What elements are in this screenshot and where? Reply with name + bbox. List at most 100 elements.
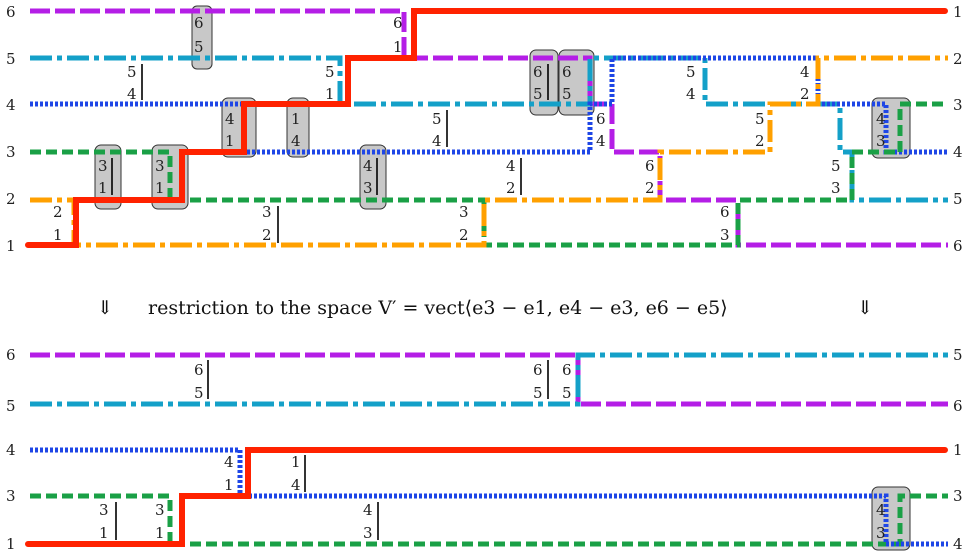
crossing-label: 3 1 <box>99 501 117 542</box>
crossing-lower: 1 <box>98 179 108 197</box>
crossing-label: 2 1 <box>53 203 63 244</box>
blue-strand <box>30 447 948 547</box>
crossing-upper: 5 <box>831 157 841 175</box>
crossing-lower: 5 <box>194 38 204 56</box>
crossing-lower: 2 <box>800 85 810 103</box>
crossing-lower: 3 <box>363 524 373 542</box>
caption-arrow-right: ⇓ <box>857 297 873 319</box>
top-right-label: 1 <box>953 3 963 21</box>
crossing-label: 4 3 <box>876 110 886 150</box>
crossing-label: 6 5 <box>562 361 572 402</box>
crossing-lower: 1 <box>224 476 234 494</box>
top-left-label: 6 <box>6 3 16 21</box>
crossing-upper: 3 <box>459 203 469 221</box>
bottom-left-label: 6 <box>6 346 16 364</box>
crossing-upper: 4 <box>800 63 810 81</box>
crossing-lower: 2 <box>645 179 655 197</box>
crossing-label: 3 1 <box>155 157 165 197</box>
crossing-label: 4 1 <box>225 110 235 150</box>
bottom-right-label: 1 <box>953 441 963 459</box>
crossing-lower: 1 <box>325 85 335 103</box>
crossing-label: 4 3 <box>363 501 379 542</box>
crossing-upper: 4 <box>876 110 886 128</box>
top-left-label: 2 <box>6 190 16 208</box>
bottom-diagram: 6 5 4 3 1 5 6 1 3 4 <box>6 346 963 553</box>
crossing-upper: 6 <box>645 157 655 175</box>
crossing-upper: 6 <box>393 14 403 32</box>
bottom-left-label: 4 <box>6 441 16 459</box>
crossing-label: 5 3 <box>831 157 841 197</box>
crossing-lower: 3 <box>720 226 730 244</box>
crossing-upper: 6 <box>194 14 204 32</box>
purple-strand <box>30 8 948 248</box>
top-left-label: 3 <box>6 143 16 161</box>
crossing-upper: 4 <box>363 501 373 519</box>
crossing-label: 1 4 <box>291 453 306 494</box>
bottom-crossings: 6 5 6 5 6 5 4 1 1 4 <box>99 360 886 542</box>
bottom-left-label: 1 <box>6 535 16 553</box>
crossing-lower: 1 <box>155 524 165 542</box>
green-strand <box>30 493 948 547</box>
top-right-labels: 1 2 3 4 5 6 <box>953 3 963 255</box>
cyan-strand <box>30 352 948 407</box>
top-strands <box>25 8 948 248</box>
crossing-label: 6 3 <box>720 203 730 244</box>
crossing-upper: 2 <box>53 203 63 221</box>
crossing-lower: 4 <box>291 476 301 494</box>
crossing-label: 6 5 <box>194 14 204 56</box>
crossing-lower: 3 <box>831 179 841 197</box>
bottom-right-label: 4 <box>953 535 963 553</box>
crossing-label: 3 2 <box>262 203 279 244</box>
caption-text: restriction to the space V′ = vect⟨e3 − … <box>148 297 728 319</box>
crossing-upper: 4 <box>876 501 886 519</box>
crossing-lower: 5 <box>533 85 543 103</box>
crossing-lower: 4 <box>291 132 301 150</box>
green-strand <box>30 101 948 248</box>
crossing-upper: 5 <box>127 63 137 81</box>
top-right-label: 3 <box>953 96 963 114</box>
crossing-upper: 3 <box>155 157 165 175</box>
crossing-lower: 3 <box>876 524 886 542</box>
crossing-label: 6 5 <box>533 63 549 103</box>
crossing-upper: 4 <box>225 110 235 128</box>
crossing-label: 3 1 <box>155 501 165 542</box>
crossing-upper: 5 <box>432 110 442 128</box>
top-left-label: 1 <box>6 237 16 255</box>
crossing-label: 4 2 <box>506 157 522 197</box>
crossing-lower: 4 <box>596 132 606 150</box>
crossing-label: 5 4 <box>127 63 143 103</box>
top-right-label: 5 <box>953 190 963 208</box>
crossing-lower: 1 <box>53 226 63 244</box>
crossing-label: 6 1 <box>393 14 403 56</box>
caption: ⇓ restriction to the space V′ = vect⟨e3 … <box>97 297 873 319</box>
crossing-upper: 6 <box>562 361 572 379</box>
crossing-upper: 5 <box>755 110 765 128</box>
crossing-lower: 1 <box>99 524 109 542</box>
top-crossings: 6 5 6 1 5 4 5 1 6 5 <box>53 14 886 244</box>
bottom-left-label: 5 <box>6 397 16 415</box>
crossing-upper: 3 <box>155 501 165 519</box>
crossing-label: 1 4 <box>291 110 301 150</box>
crossing-label: 6 5 <box>194 360 209 402</box>
bottom-left-label: 3 <box>6 487 16 505</box>
crossing-lower: 4 <box>686 85 696 103</box>
crossing-box <box>94 144 122 210</box>
crossing-lower: 4 <box>127 85 137 103</box>
top-left-label: 5 <box>6 50 16 68</box>
crossing-label: 6 4 <box>596 110 606 150</box>
top-diagram: 6 5 4 3 2 1 1 2 3 4 5 6 <box>6 3 963 255</box>
crossing-lower: 2 <box>459 226 469 244</box>
bottom-boxes <box>871 486 911 551</box>
bottom-right-label: 6 <box>953 397 963 415</box>
crossing-upper: 4 <box>224 453 234 471</box>
crossing-label: 6 5 <box>533 360 549 402</box>
crossing-upper: 1 <box>291 453 301 471</box>
bottom-right-label: 5 <box>953 346 963 364</box>
bottom-right-labels: 5 6 1 3 4 <box>953 346 963 553</box>
crossing-label: 4 2 <box>800 63 810 103</box>
crossing-box <box>286 97 310 158</box>
crossing-box <box>359 144 387 210</box>
crossing-lower: 3 <box>876 132 886 150</box>
crossing-upper: 6 <box>596 110 606 128</box>
